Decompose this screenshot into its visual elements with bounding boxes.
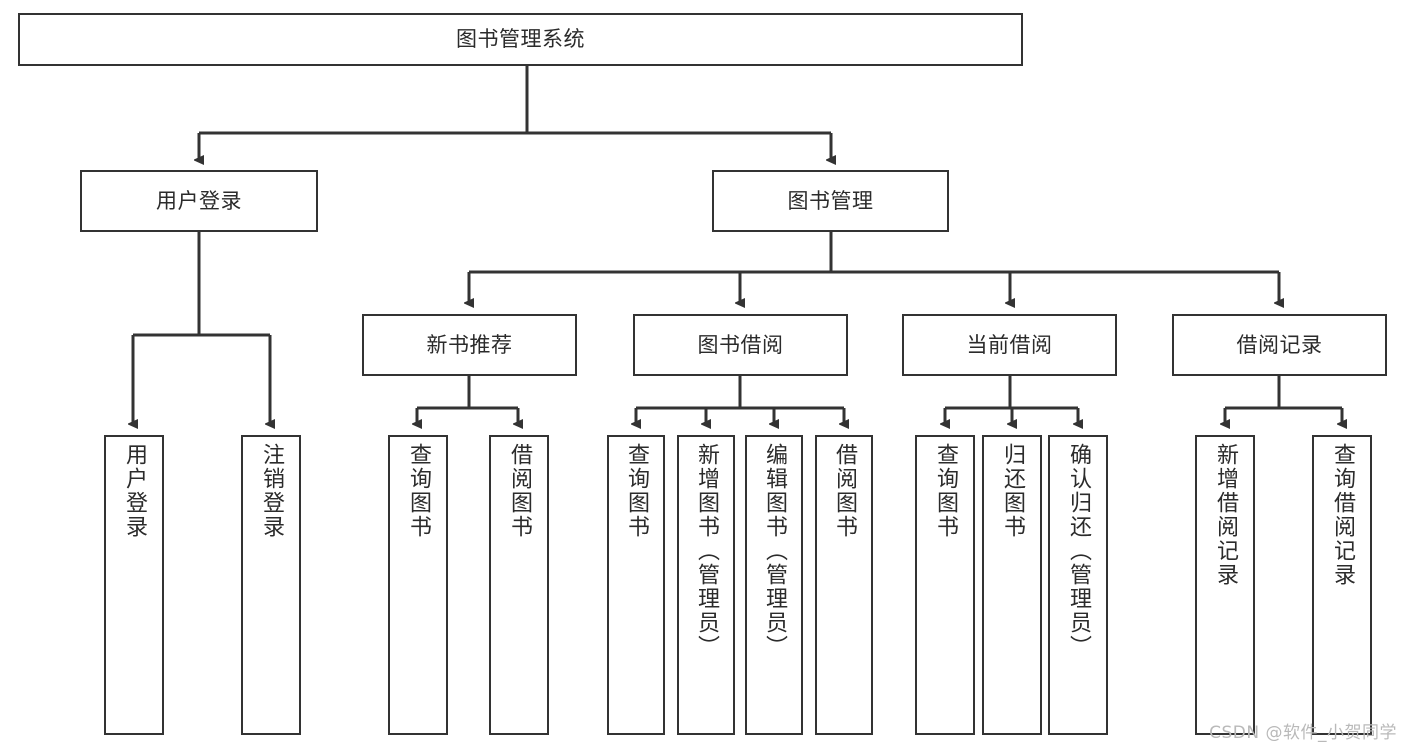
node-book-borrow[interactable]: 图书借阅: [633, 314, 848, 376]
node-label: 新增图书（管理员）: [694, 443, 719, 659]
node-label: 当前借阅: [966, 332, 1053, 357]
leaf-current-return-book[interactable]: 归还图书: [982, 435, 1042, 735]
node-label: 查询借阅记录: [1330, 443, 1355, 587]
leaf-record-add-record[interactable]: 新增借阅记录: [1195, 435, 1255, 735]
node-label: 查询图书: [624, 443, 649, 539]
leaf-borrow-query-book[interactable]: 查询图书: [607, 435, 665, 735]
node-root-book-management-system[interactable]: 图书管理系统: [18, 13, 1023, 66]
node-borrow-record[interactable]: 借阅记录: [1172, 314, 1387, 376]
node-label: 图书管理系统: [456, 27, 585, 52]
node-label: 注销登录: [259, 443, 284, 539]
node-label: 借阅记录: [1236, 332, 1323, 357]
node-user-login[interactable]: 用户登录: [80, 170, 318, 232]
node-label: 确认归还（管理员）: [1066, 443, 1091, 659]
leaf-user-login-signin[interactable]: 用户登录: [104, 435, 164, 735]
node-label: 借阅图书: [832, 443, 857, 539]
leaf-user-login-signout[interactable]: 注销登录: [241, 435, 301, 735]
node-label: 编辑图书（管理员）: [762, 443, 787, 659]
leaf-borrow-edit-book-admin[interactable]: 编辑图书（管理员）: [745, 435, 803, 735]
leaf-record-query-record[interactable]: 查询借阅记录: [1312, 435, 1372, 735]
leaf-current-confirm-return-admin[interactable]: 确认归还（管理员）: [1048, 435, 1108, 735]
node-current-borrow[interactable]: 当前借阅: [902, 314, 1117, 376]
node-label: 借阅图书: [507, 443, 532, 539]
node-label: 新增借阅记录: [1213, 443, 1238, 587]
leaf-recommend-query-book[interactable]: 查询图书: [388, 435, 448, 735]
leaf-current-query-book[interactable]: 查询图书: [915, 435, 975, 735]
node-book-management[interactable]: 图书管理: [712, 170, 949, 232]
node-label: 图书管理: [787, 188, 874, 213]
node-new-book-recommend[interactable]: 新书推荐: [362, 314, 577, 376]
node-label: 用户登录: [156, 188, 242, 213]
node-label: 归还图书: [1000, 443, 1025, 539]
node-label: 新书推荐: [426, 332, 513, 357]
node-label: 查询图书: [933, 443, 958, 539]
leaf-recommend-borrow-book[interactable]: 借阅图书: [489, 435, 549, 735]
node-label: 用户登录: [122, 443, 147, 539]
node-label: 查询图书: [406, 443, 431, 539]
leaf-borrow-borrow-book[interactable]: 借阅图书: [815, 435, 873, 735]
csdn-watermark: CSDN @软件_小贺同学: [1209, 723, 1397, 743]
node-label: 图书借阅: [697, 332, 784, 357]
leaf-borrow-add-book-admin[interactable]: 新增图书（管理员）: [677, 435, 735, 735]
